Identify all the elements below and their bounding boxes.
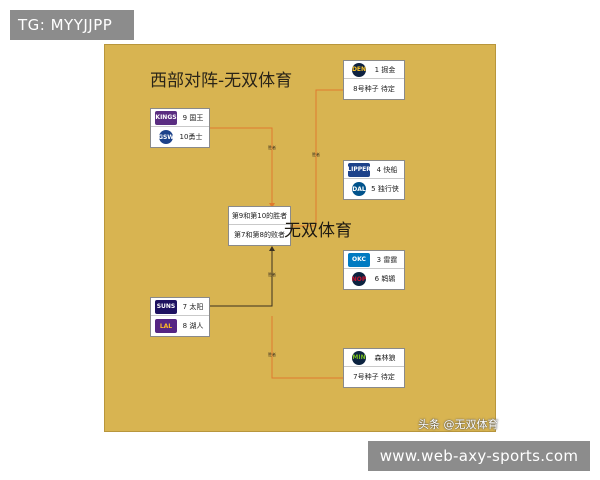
suns-logo-icon: SUNS: [155, 299, 177, 314]
matchup-card-kings-warriors: KINGS 9 国王 GSW 10勇士: [150, 108, 210, 148]
thunder-logo-icon: OKC: [348, 252, 370, 267]
play-in-result-card: 第9和第10的胜者 第7和第8的败者: [228, 206, 291, 246]
play-in-loser-label: 第7和第8的败者: [234, 231, 285, 239]
clippers-logo-icon: CLIPPERS: [348, 162, 370, 177]
team-label: 5 独行侠: [371, 185, 399, 193]
kings-logo-icon: KINGS: [155, 110, 177, 125]
bracket-title: 西部对阵-无双体育: [150, 71, 293, 91]
seed-pending-label: 8号种子 待定: [353, 85, 395, 93]
connector-label: 胜者: [268, 352, 276, 357]
pelicans-logo-icon: NOP: [352, 272, 366, 286]
play-in-winner-label: 第9和第10的胜者: [229, 207, 290, 225]
team-label: 4 快船: [376, 165, 398, 174]
mavericks-logo-icon: DAL: [352, 182, 366, 196]
team-row: KINGS 9 国王: [151, 109, 209, 127]
team-row: DEN 1 掘金: [344, 61, 404, 79]
team-row: CLIPPERS 4 快船: [344, 161, 404, 179]
team-label: 9 国王: [182, 113, 204, 122]
seed-pending-label: 7号种子 待定: [353, 373, 395, 381]
team-label: 10勇士: [179, 133, 203, 141]
timberwolves-logo-icon: MIN: [352, 350, 366, 365]
footer-url-banner: www.web-axy-sports.com: [368, 441, 590, 471]
lakers-logo-icon: LAL: [155, 319, 177, 333]
warriors-logo-icon: GSW: [159, 130, 173, 144]
nuggets-logo-icon: DEN: [352, 62, 366, 77]
matchup-card-nuggets: DEN 1 掘金 8号种子 待定: [343, 60, 405, 100]
matchup-card-suns-lakers: SUNS 7 太阳 LAL 8 湖人: [150, 297, 210, 337]
connector-label: 胜者: [312, 152, 320, 157]
connector-label: 胜者: [268, 145, 276, 150]
matchup-card-clippers-mavericks: CLIPPERS 4 快船 DAL 5 独行侠: [343, 160, 405, 200]
team-label: 森林狼: [374, 353, 396, 362]
team-row: MIN 森林狼: [344, 349, 404, 367]
matchup-card-thunder-pelicans: OKC 3 雷霆 NOP 6 鹈鹕: [343, 250, 405, 290]
connector-label: 胜者: [268, 272, 276, 277]
watermark-tag: TG: MYYJJPP: [10, 10, 134, 40]
team-row: NOP 6 鹈鹕: [344, 270, 404, 288]
source-credit: 头条 @无双体育: [418, 418, 499, 431]
team-label: 6 鹈鹕: [374, 275, 396, 283]
team-row: LAL 8 湖人: [151, 317, 209, 335]
team-row: SUNS 7 太阳: [151, 298, 209, 316]
team-label: 3 雷霆: [376, 255, 398, 264]
team-label: 7 太阳: [182, 302, 204, 311]
team-label: 8 湖人: [182, 322, 204, 330]
matchup-card-timberwolves: MIN 森林狼 7号种子 待定: [343, 348, 405, 388]
team-row: GSW 10勇士: [151, 128, 209, 146]
team-label: 1 掘金: [374, 65, 396, 74]
team-row: OKC 3 雷霆: [344, 251, 404, 269]
center-watermark: 无双体育: [284, 221, 352, 241]
team-row: DAL 5 独行侠: [344, 180, 404, 198]
